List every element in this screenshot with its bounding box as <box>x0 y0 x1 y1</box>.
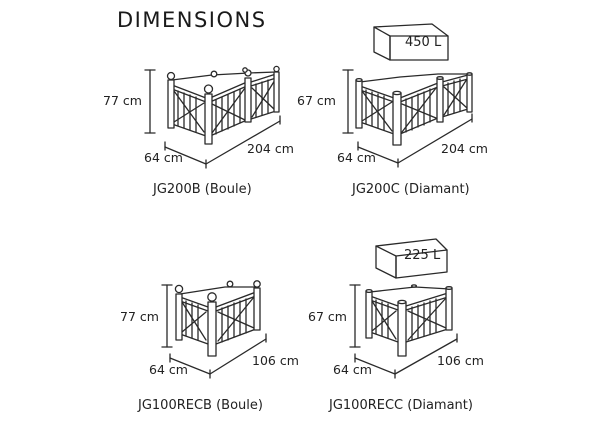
jg200b-length-label: 204 cm <box>247 141 294 156</box>
jg100recc-caption: JG100RECC (Diamant) <box>329 398 473 413</box>
jg200c-length-label: 204 cm <box>441 141 488 156</box>
jg100recb-length-label: 106 cm <box>252 353 299 368</box>
jg200c-caption: JG200C (Diamant) <box>352 182 470 197</box>
jg200c-depth-label: 64 cm <box>337 150 376 165</box>
planter-jg200b-drawing <box>144 65 281 169</box>
jg100recc-length-label: 106 cm <box>437 353 484 368</box>
jg200b-depth-label: 64 cm <box>144 150 183 165</box>
jg100recb-height-label: 77 cm <box>120 309 159 324</box>
page-title: DIMENSIONS <box>117 8 267 32</box>
jg100recb-depth-label: 64 cm <box>149 362 188 377</box>
jg100recc-depth-label: 64 cm <box>333 362 372 377</box>
jg100recc-height-label: 67 cm <box>308 309 347 324</box>
jg200c-volume-label: 450 L <box>405 35 442 50</box>
jg200c-height-label: 67 cm <box>297 93 336 108</box>
planter-jg100recc-drawing <box>349 238 458 379</box>
planter-jg200c-drawing <box>342 23 473 168</box>
jg200b-height-label: 77 cm <box>103 93 142 108</box>
planter-jg100recb-drawing <box>161 280 267 379</box>
jg100recc-volume-label: 225 L <box>404 248 441 263</box>
jg200b-caption: JG200B (Boule) <box>153 182 252 197</box>
jg100recb-caption: JG100RECB (Boule) <box>138 398 263 413</box>
